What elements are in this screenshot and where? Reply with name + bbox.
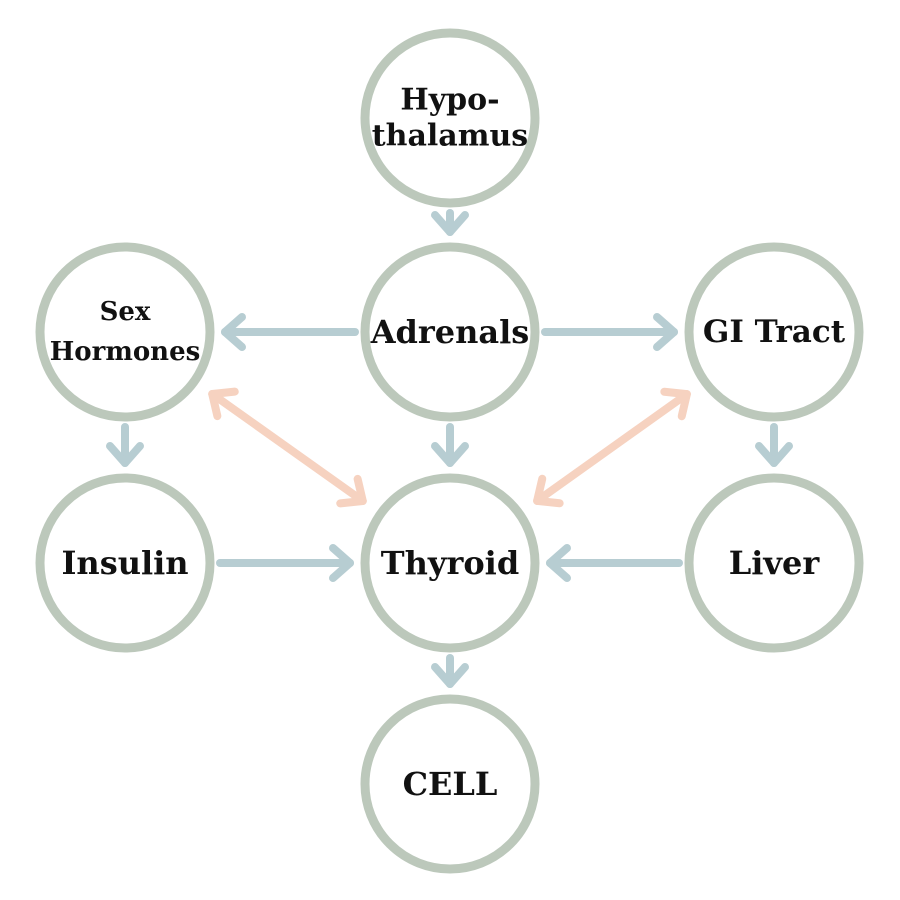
node-label: Hypo-: [400, 83, 499, 118]
arrow-adrenals-to-sex-hormones: [221, 313, 359, 351]
arrow-liver-to-thyroid: [546, 544, 683, 582]
node-hypothalamus: Hypo-thalamus: [360, 28, 540, 208]
arrow-head: [546, 544, 571, 582]
arrow-sex-hormones-to-insulin: [106, 423, 144, 467]
node-cell: CELL: [360, 694, 540, 874]
node-circle: [360, 242, 540, 422]
arrow-head: [533, 474, 564, 508]
node-liver: Liver: [684, 473, 864, 653]
node-circle: [684, 473, 864, 653]
feedback-arrow-sex-hormones-to-thyroid: [208, 387, 367, 508]
arrow-thyroid-to-cell: [431, 654, 469, 688]
edges-layer: [106, 209, 793, 688]
node-circle: [360, 473, 540, 653]
arrow-head: [336, 474, 367, 508]
arrow-head-reverse: [660, 387, 691, 421]
arrow-head: [431, 442, 469, 467]
feedback-arrow-gi-tract-to-thyroid: [533, 387, 691, 508]
arrow-shaft: [208, 389, 367, 506]
arrow-insulin-to-thyroid: [216, 544, 354, 582]
arrow-head: [431, 663, 469, 688]
node-label: CELL: [403, 765, 498, 803]
node-insulin: Insulin: [35, 473, 215, 653]
arrow-gi-tract-to-liver: [755, 423, 793, 467]
arrow-head: [431, 211, 469, 236]
node-label: Sex: [100, 297, 151, 327]
arrow-head: [329, 544, 354, 582]
node-label: GI Tract: [703, 314, 846, 350]
node-thyroid: Thyroid: [360, 473, 540, 653]
node-label: thalamus: [372, 119, 528, 154]
arrow-shaft: [533, 390, 691, 505]
node-label: Thyroid: [381, 544, 519, 582]
arrow-head: [653, 313, 678, 351]
node-circle: [684, 242, 864, 422]
arrow-head: [755, 442, 793, 467]
node-circle: [35, 473, 215, 653]
arrow-head: [106, 442, 144, 467]
arrow-adrenals-to-thyroid: [431, 423, 469, 467]
arrow-hypothalamus-to-adrenals: [431, 209, 469, 236]
arrow-adrenals-to-gi-tract: [541, 313, 678, 351]
arrow-head-reverse: [208, 387, 239, 421]
arrow-head: [221, 313, 246, 351]
node-adrenals: Adrenals: [360, 242, 540, 422]
node-circle: [35, 242, 215, 422]
node-circle: [360, 28, 540, 208]
node-label: Liver: [729, 544, 821, 582]
node-label: Hormones: [50, 337, 201, 367]
node-circle: [360, 694, 540, 874]
node-label: Insulin: [61, 544, 188, 582]
node-gi-tract: GI Tract: [684, 242, 864, 422]
node-label: Adrenals: [370, 313, 530, 351]
